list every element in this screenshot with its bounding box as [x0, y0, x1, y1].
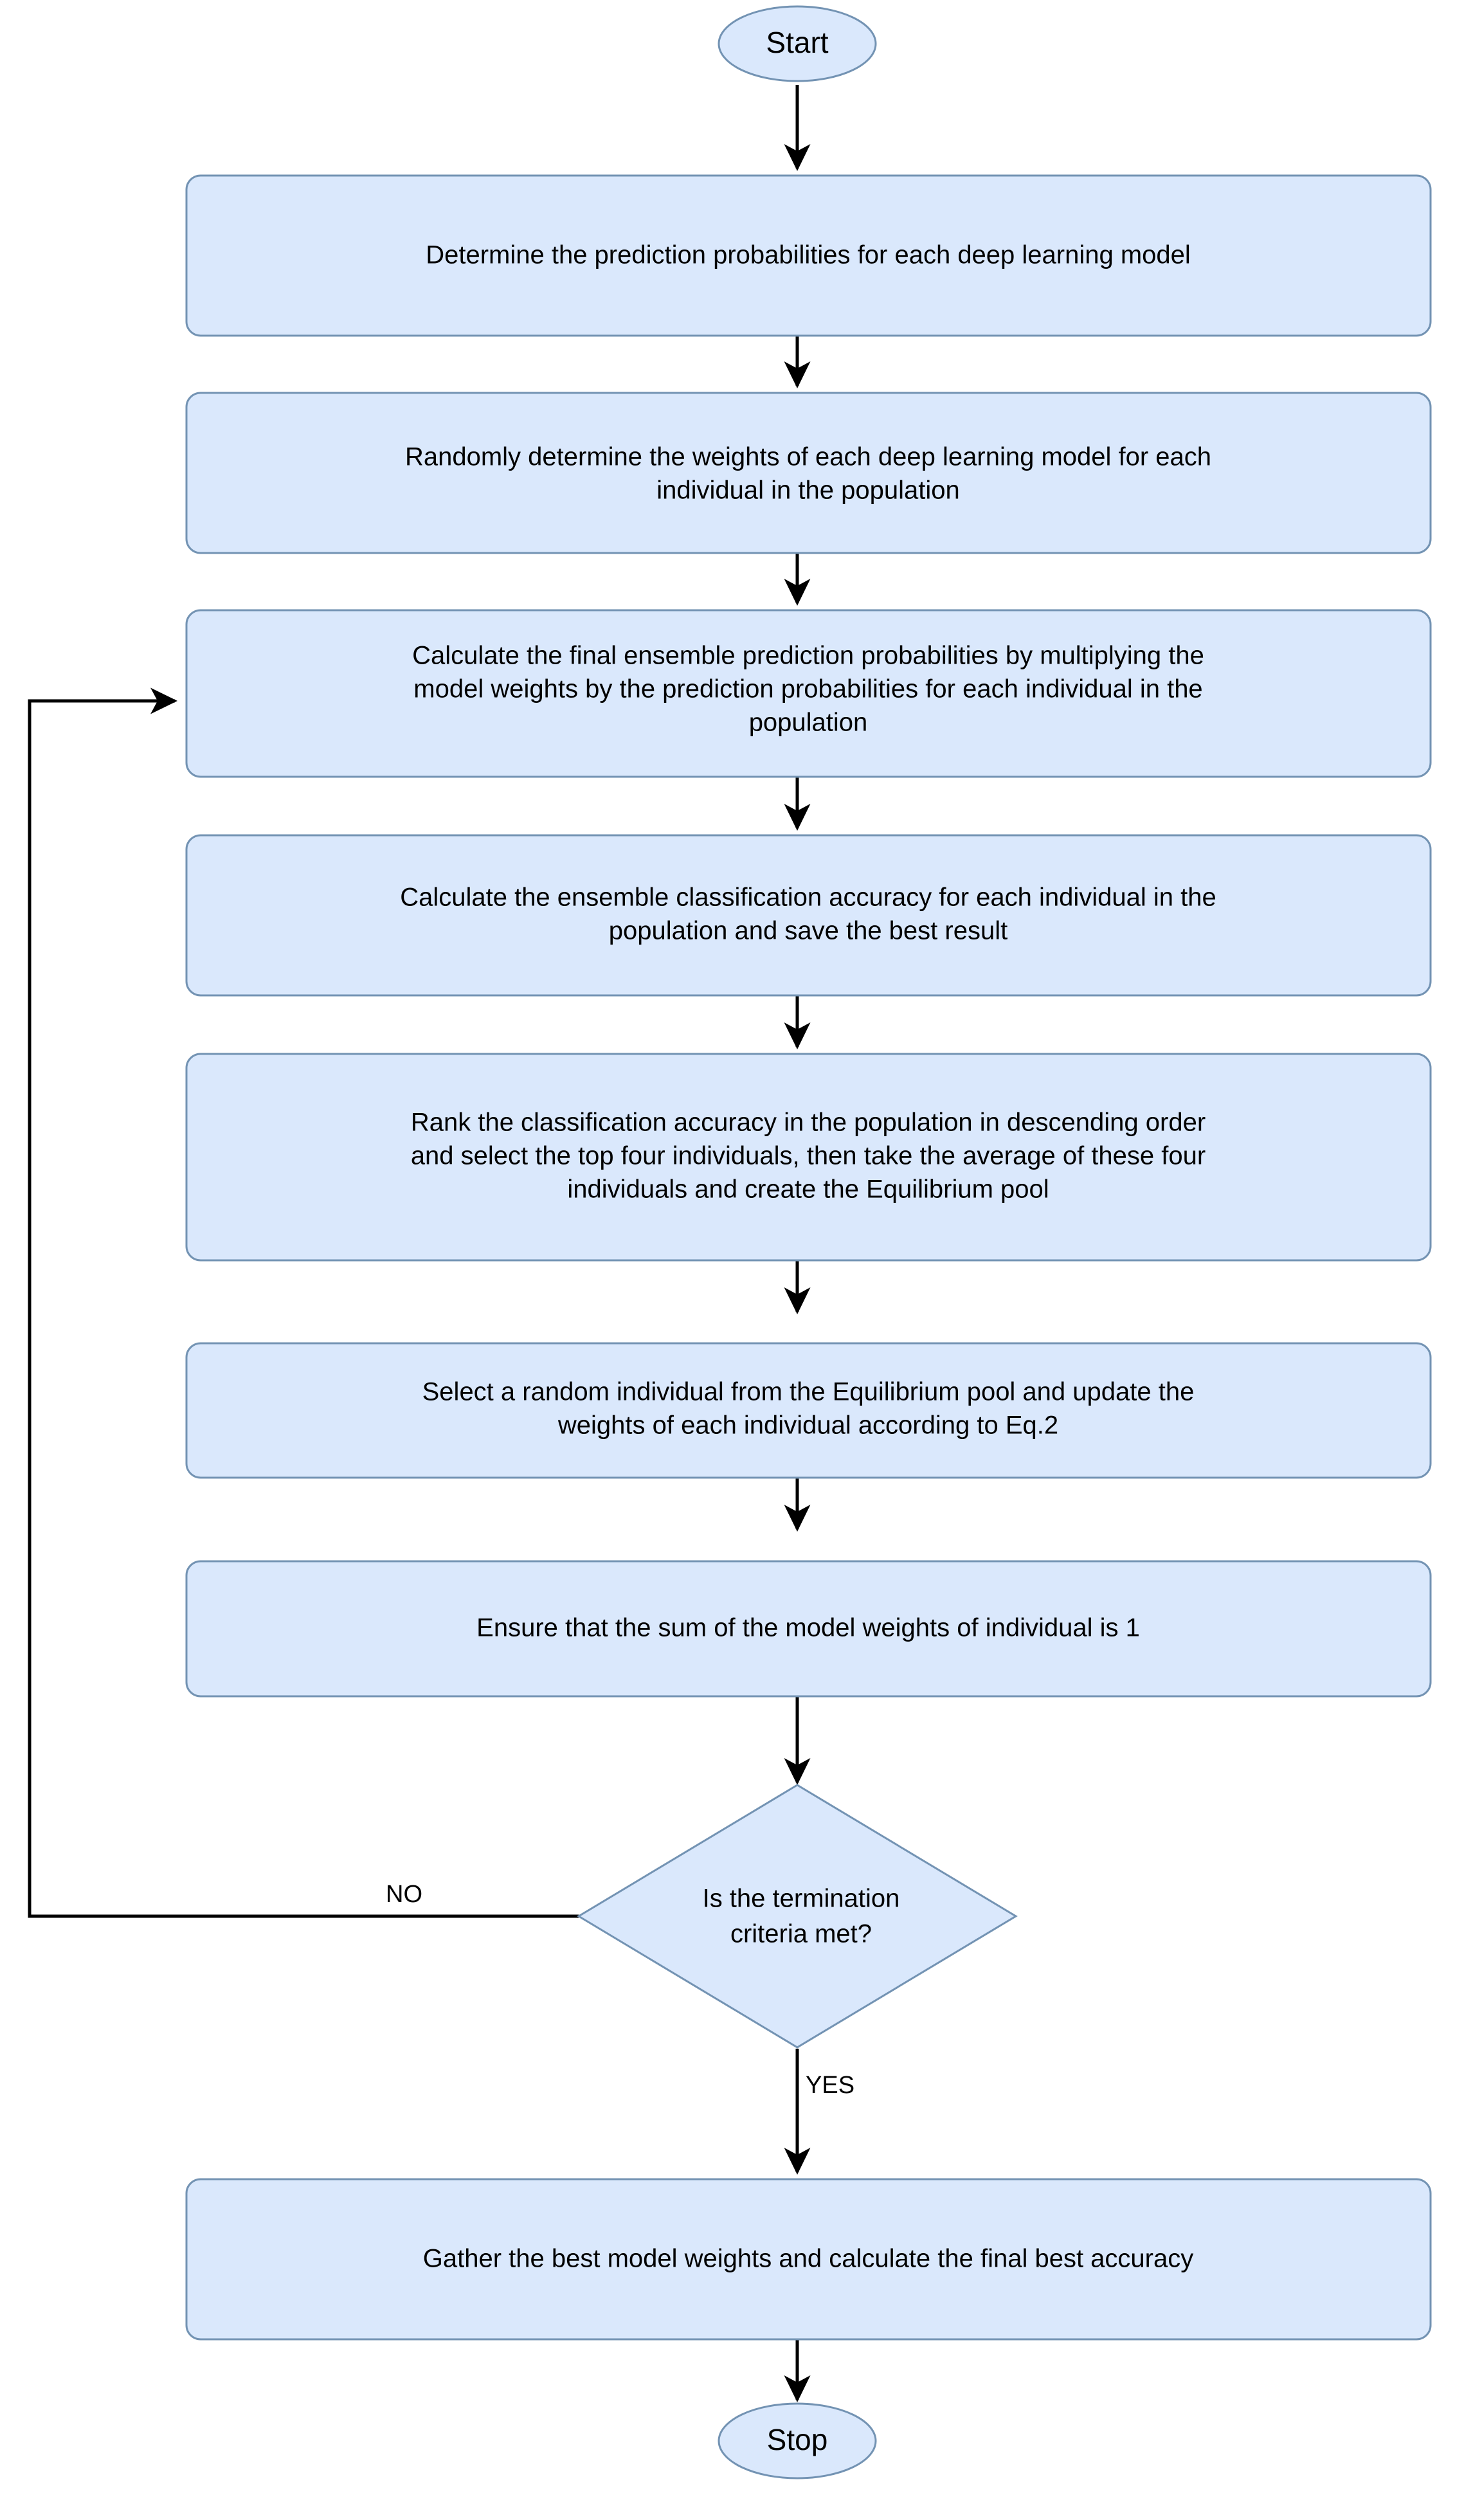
step5-line-1: Rank the classification accuracy in the … — [411, 1109, 1206, 1137]
edge-label-yes: YES — [806, 2072, 854, 2099]
step5-process-shape — [185, 1053, 1432, 1262]
step1-process-shape — [185, 174, 1432, 337]
step2-line-2: individual in the population — [656, 476, 959, 505]
step1-line-1: Determine the prediction probabilities f… — [426, 241, 1191, 269]
edges-layer — [28, 85, 811, 2403]
step2-line-1: Randomly determine the weights of each d… — [405, 443, 1211, 471]
node-step2[interactable]: Randomly determine the weights of each d… — [185, 392, 1432, 554]
node-decision[interactable]: Is the termination criteria met? — [577, 1784, 1018, 2049]
node-step4[interactable]: Calculate the ensemble classification ac… — [185, 834, 1432, 997]
node-step8[interactable]: Gather the best model weights and calcul… — [185, 2178, 1432, 2341]
step2-process-shape — [185, 392, 1432, 554]
step3-process-shape — [185, 609, 1432, 778]
step6-line-1: Select a random individual from the Equi… — [422, 1378, 1195, 1406]
start-label: Start — [766, 26, 828, 59]
step4-line-1: Calculate the ensemble classification ac… — [400, 884, 1216, 912]
step5-line-2: and select the top four individuals, the… — [411, 1142, 1206, 1170]
node-stop[interactable]: Stop — [718, 2402, 877, 2479]
step6-process-shape — [185, 1342, 1432, 1479]
start-terminator-shape — [718, 5, 877, 82]
decision-line-2: criteria met? — [730, 1920, 872, 1948]
step8-process-shape — [185, 2178, 1432, 2341]
step4-line-2: population and save the best result — [609, 917, 1008, 945]
stop-terminator-shape — [718, 2402, 877, 2479]
node-step5[interactable]: Rank the classification accuracy in the … — [185, 1053, 1432, 1262]
step3-line-2: model weights by the prediction probabil… — [413, 675, 1202, 703]
node-step7[interactable]: Ensure that the sum of the model weights… — [185, 1560, 1432, 1698]
decision-line-1: Is the termination — [703, 1885, 900, 1913]
stop-label: Stop — [767, 2423, 828, 2456]
node-start[interactable]: Start — [718, 5, 877, 82]
node-step3[interactable]: Calculate the final ensemble prediction … — [185, 609, 1432, 778]
edge-decision-no-feedback-loop — [28, 687, 579, 1918]
step8-line-1: Gather the best model weights and calcul… — [423, 2245, 1193, 2273]
step5-line-3: individuals and create the Equilibrium p… — [567, 1175, 1049, 1204]
node-step6[interactable]: Select a random individual from the Equi… — [185, 1342, 1432, 1479]
step4-process-shape — [185, 834, 1432, 997]
node-step1[interactable]: Determine the prediction probabilities f… — [185, 174, 1432, 337]
edge-label-no: NO — [386, 1881, 422, 1908]
step3-line-1: Calculate the final ensemble prediction … — [412, 642, 1204, 670]
step3-line-3: population — [749, 709, 868, 737]
decision-diamond-shape — [577, 1784, 1018, 2049]
step6-line-2: weights of each individual according to … — [557, 1411, 1058, 1440]
step7-line-1: Ensure that the sum of the model weights… — [476, 1614, 1140, 1642]
step7-process-shape — [185, 1560, 1432, 1698]
